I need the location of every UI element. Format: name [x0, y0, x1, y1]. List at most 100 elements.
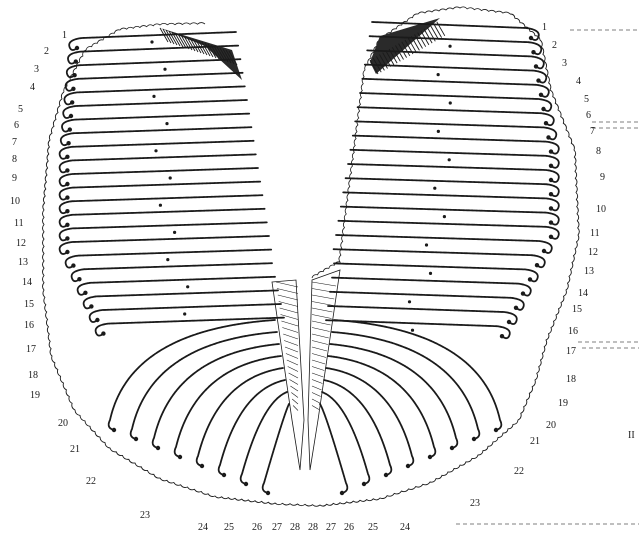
groove-line: [293, 406, 298, 411]
right-ridge-label: 14: [578, 288, 588, 299]
left-ridge-label: 10: [10, 196, 20, 207]
groove-line: [312, 282, 336, 286]
right-tip-hatch: [434, 24, 442, 38]
right-ridge-label: 20: [546, 420, 556, 431]
groove-line: [290, 380, 299, 385]
ridge-knob: [549, 178, 553, 182]
fan-ridge: [320, 404, 347, 493]
ridge-knob: [72, 73, 76, 77]
left-ridge-label: 25: [224, 522, 234, 533]
pore-dot: [449, 101, 452, 104]
left-ridge-label: 7: [12, 137, 17, 148]
groove-line: [280, 308, 298, 313]
left-ridge-label: 22: [86, 476, 96, 487]
left-ridge-label: 19: [30, 390, 40, 401]
right-ridge-label: 5: [584, 94, 589, 105]
left-ridge-label: 26: [252, 522, 262, 533]
ridge-knob: [528, 277, 532, 281]
pore-dot: [154, 149, 157, 152]
right-tip-hatch: [418, 33, 426, 47]
ridge-knob: [83, 291, 87, 295]
pore-dot: [437, 73, 440, 76]
left-ridge-label: 18: [28, 370, 38, 381]
ridge-knob: [65, 195, 69, 199]
groove-line: [312, 341, 328, 345]
groove-line: [312, 393, 321, 397]
groove-line: [312, 308, 332, 312]
groove-line: [277, 289, 298, 294]
ridge-knob: [546, 135, 550, 139]
ridge-knob: [340, 491, 344, 495]
left-ridge-label: 17: [26, 344, 36, 355]
ridge-knob: [531, 50, 535, 54]
left-ridge-label: 24: [198, 522, 208, 533]
groove-line: [312, 302, 333, 306]
ridge-knob: [549, 206, 553, 210]
right-ridge-label: 26: [344, 522, 354, 533]
ridge-knob: [266, 491, 270, 495]
right-ridge-label: 1: [542, 22, 547, 33]
pore-dots: [150, 40, 451, 331]
right-ridge-label: 27: [326, 522, 336, 533]
groove-line: [312, 334, 329, 338]
ridge-knob: [244, 482, 248, 486]
scalloped-border: [43, 14, 580, 506]
pore-dot: [408, 300, 411, 303]
ridge-knob: [472, 437, 476, 441]
right-ridges: [320, 22, 559, 495]
ridge-knob: [549, 235, 553, 239]
ridge-knob: [156, 446, 160, 450]
ridge-knob: [75, 46, 79, 50]
groove-line: [312, 328, 330, 332]
ridge-knob: [112, 428, 116, 432]
right-ridge-label: 22: [514, 466, 524, 477]
left-ridge-label: 12: [16, 238, 26, 249]
ridge-knob: [222, 473, 226, 477]
groove-line: [278, 295, 298, 300]
right-ridge-label: 24: [400, 522, 410, 533]
right-ridge-label: 21: [530, 436, 540, 447]
pore-dot: [437, 130, 440, 133]
ridge-knob: [65, 250, 69, 254]
fan-ridge: [324, 380, 391, 475]
groove-line: [312, 360, 325, 364]
groove-line: [285, 347, 298, 352]
ridge-knob: [549, 192, 553, 196]
groove-line: [283, 334, 298, 339]
ridge-knob: [65, 236, 69, 240]
ridge-knob: [70, 100, 74, 104]
pore-dot: [152, 95, 155, 98]
ridge-knob: [77, 277, 81, 281]
pore-dot: [429, 272, 432, 275]
fan-ridge: [263, 404, 289, 493]
ridge: [96, 318, 284, 336]
pore-dot: [448, 158, 451, 161]
right-ridge-label: 3: [562, 58, 567, 69]
ridge-knob: [544, 121, 548, 125]
right-ridge-label: 6: [586, 110, 591, 121]
right-ridge-label: 9: [600, 172, 605, 183]
pore-dot: [425, 243, 428, 246]
ridge-knob: [101, 331, 105, 335]
groove-line: [312, 295, 334, 299]
central-groove: [272, 270, 340, 470]
left-ridge-label: 1: [62, 30, 67, 41]
left-ridge-label: 6: [14, 120, 19, 131]
right-ridge-label: 8: [596, 146, 601, 157]
groove-line: [312, 380, 323, 384]
left-ridge-label: 4: [30, 82, 35, 93]
right-ridge-label: 4: [576, 76, 581, 87]
pore-dot: [159, 204, 162, 207]
groove-line: [289, 373, 298, 378]
left-ridges: [60, 32, 289, 495]
right-ridge-label: 7: [590, 126, 595, 137]
ridge-knob: [536, 78, 540, 82]
ridge-knob: [549, 164, 553, 168]
left-ridge-label: 9: [12, 173, 17, 184]
ridge-knob: [178, 455, 182, 459]
pore-dot: [443, 215, 446, 218]
hatched-tips: [160, 18, 445, 80]
left-ridge-label: 28: [290, 522, 300, 533]
right-tip-hatch: [424, 29, 432, 43]
